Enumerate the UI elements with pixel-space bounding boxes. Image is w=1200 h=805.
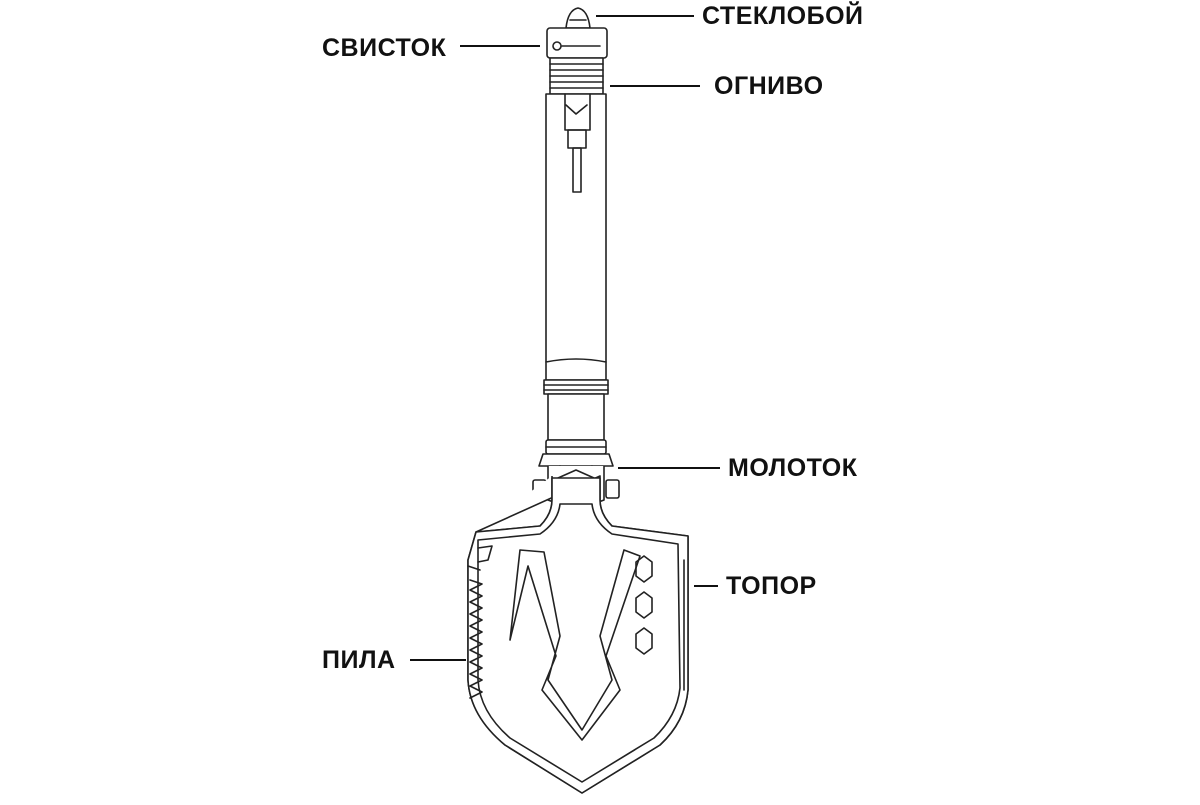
label-glass-breaker: СТЕКЛОБОЙ <box>702 2 864 30</box>
handle-coupling <box>543 358 609 455</box>
shovel-blade <box>467 475 689 794</box>
label-axe: ТОПОР <box>726 572 817 600</box>
whistle-part <box>546 27 608 59</box>
label-hammer: МОЛОТОК <box>728 454 858 482</box>
fire-starter-part <box>549 57 604 95</box>
saw-part <box>467 565 483 699</box>
glass-breaker-part <box>565 7 591 29</box>
label-saw: ПИЛА <box>322 646 396 674</box>
handle-tube <box>545 93 607 363</box>
label-fire-starter: ОГНИВО <box>714 72 824 100</box>
label-whistle: СВИСТОК <box>322 34 447 62</box>
